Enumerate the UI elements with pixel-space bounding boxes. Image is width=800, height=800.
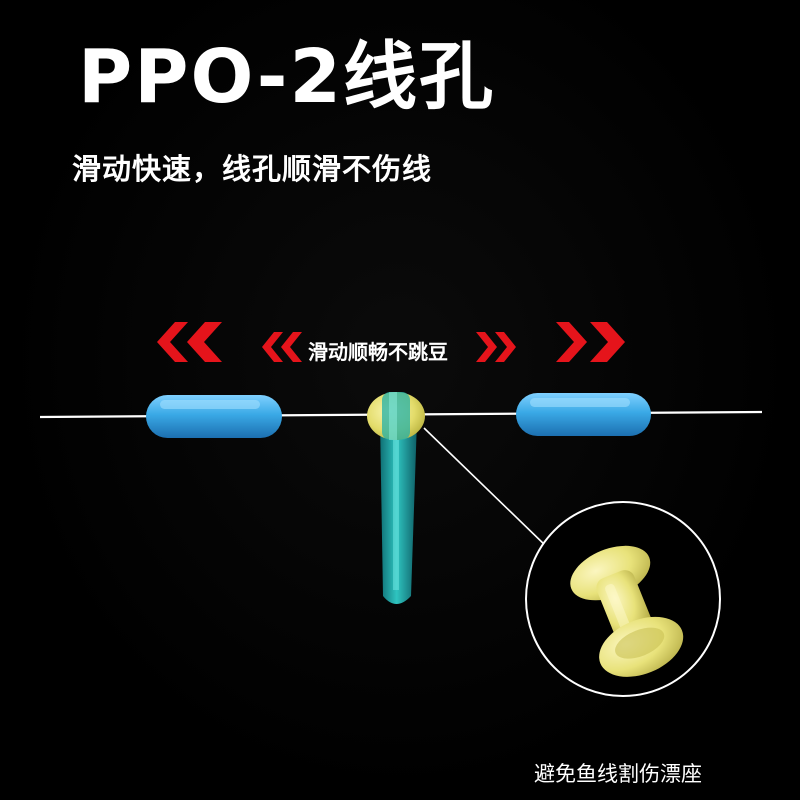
seat-detail (570, 545, 684, 677)
detail-caption: 避免鱼线割伤漂座 (534, 762, 702, 786)
fishing-float (380, 420, 417, 604)
left-arrow-small-icon (262, 332, 302, 362)
callout-pointer (423, 427, 549, 549)
right-arrow-large-icon (556, 322, 625, 362)
right-arrow-small-icon (476, 332, 516, 362)
float-seat (367, 392, 425, 440)
page-title: PPO-2线孔 (78, 34, 495, 120)
left-arrow-large-icon (157, 322, 222, 362)
motion-label: 滑动顺畅不跳豆 (308, 340, 448, 364)
page-subtitle: 滑动快速，线孔顺滑不伤线 (72, 152, 433, 186)
